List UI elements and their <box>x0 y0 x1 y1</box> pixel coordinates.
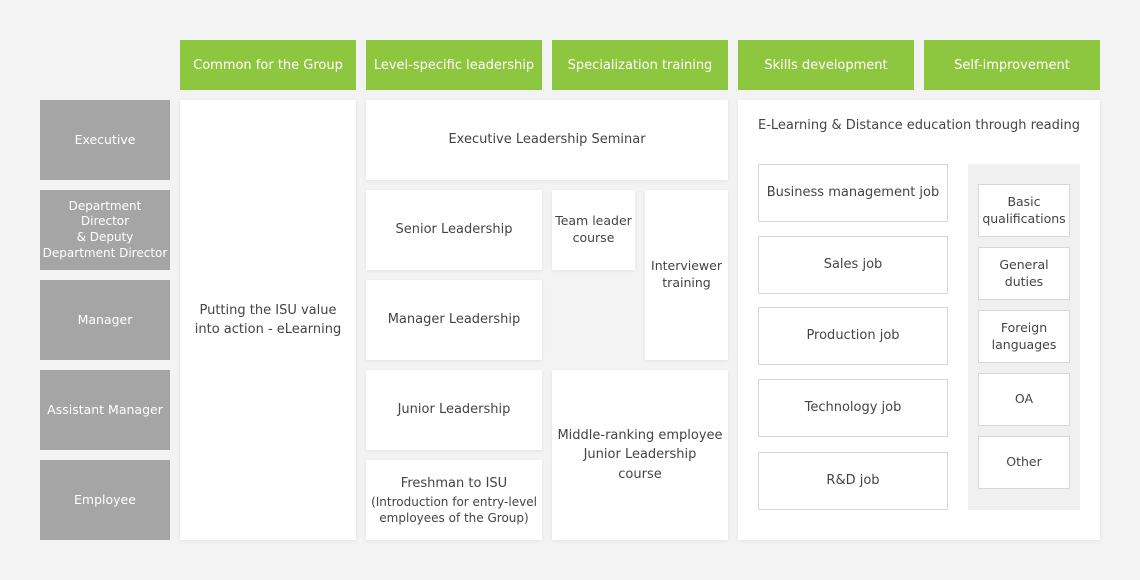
self-foreign-languages: Foreign languages <box>978 310 1070 363</box>
senior-leadership-box: Senior Leadership <box>366 190 542 270</box>
isu-value-box: Putting the ISU value into action - eLea… <box>180 100 356 540</box>
freshman-box: Freshman to ISU (Introduction for entry-… <box>366 460 542 540</box>
skills-panel-title: E-Learning & Distance education through … <box>758 118 1080 133</box>
manager-leadership-box: Manager Leadership <box>366 280 542 360</box>
job-business-management: Business management job <box>758 164 948 222</box>
level-executive: Executive <box>40 100 170 180</box>
freshman-subtitle: (Introduction for entry-level employees … <box>371 494 537 525</box>
header-skills: Skills development <box>738 40 914 90</box>
interviewer-training-box: Interviewer training <box>645 190 728 360</box>
level-assistant-manager: Assistant Manager <box>40 370 170 450</box>
header-self-improvement: Self-improvement <box>924 40 1100 90</box>
self-other: Other <box>978 436 1070 489</box>
team-leader-course-box: Team leader course <box>552 190 635 270</box>
self-general-duties: General duties <box>978 247 1070 300</box>
job-production: Production job <box>758 307 948 365</box>
header-level-leadership: Level-specific leadership <box>366 40 542 90</box>
header-specialization: Specialization training <box>552 40 728 90</box>
job-sales: Sales job <box>758 236 948 294</box>
middle-ranking-course-box: Middle-ranking employee Junior Leadershi… <box>552 370 728 540</box>
header-common: Common for the Group <box>180 40 356 90</box>
level-manager: Manager <box>40 280 170 360</box>
level-employee: Employee <box>40 460 170 540</box>
job-technology: Technology job <box>758 379 948 437</box>
level-department-director: Department Director & Deputy Department … <box>40 190 170 270</box>
job-rd: R&D job <box>758 452 948 510</box>
freshman-title: Freshman to ISU <box>400 476 508 492</box>
junior-leadership-box: Junior Leadership <box>366 370 542 450</box>
executive-seminar-box: Executive Leadership Seminar <box>366 100 728 180</box>
self-basic-qualifications: Basic qualifications <box>978 184 1070 237</box>
self-oa: OA <box>978 373 1070 426</box>
